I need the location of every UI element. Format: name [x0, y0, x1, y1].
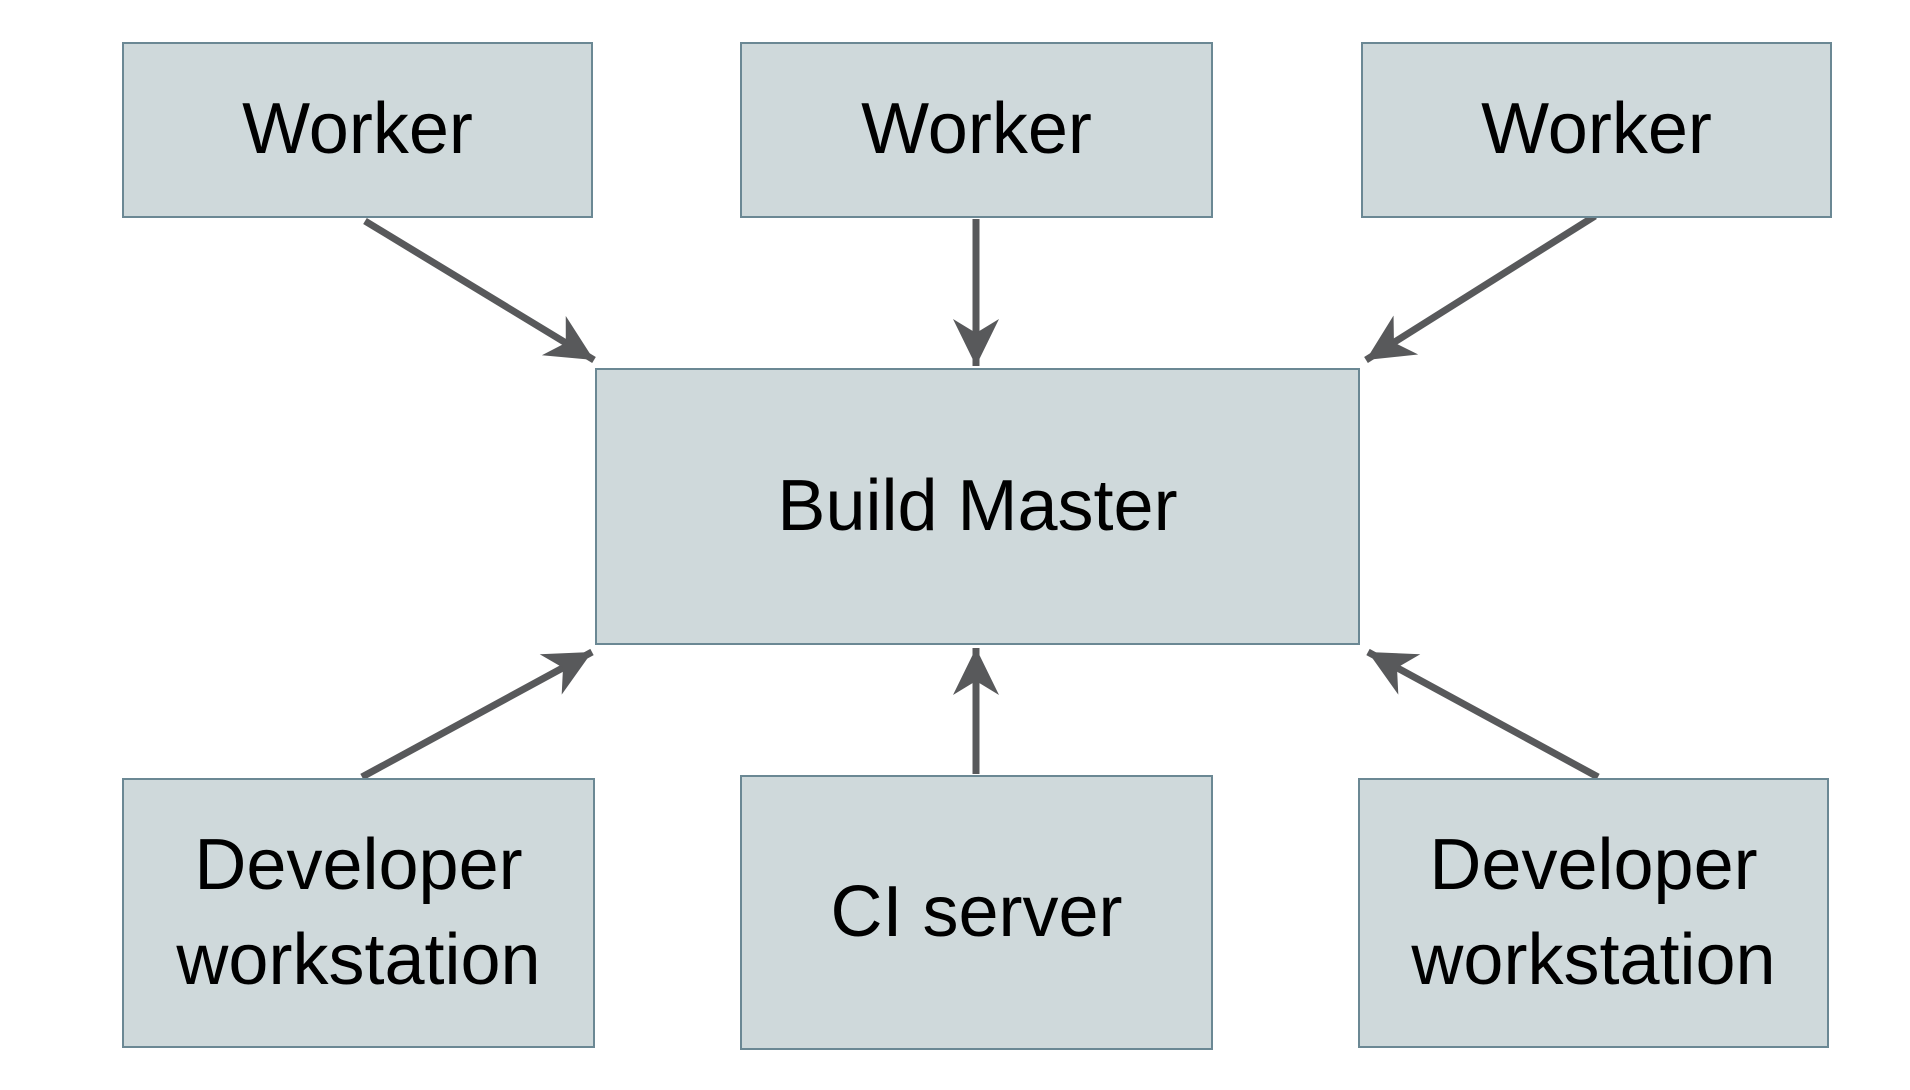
- ci-server-box: CI server: [740, 775, 1213, 1050]
- developer-workstation-right-label: Developer workstation: [1411, 824, 1776, 1000]
- developer-workstation-left-box: Developer workstation: [122, 778, 595, 1048]
- build-master-box: Build Master: [595, 368, 1360, 645]
- ci-server-label: CI server: [830, 871, 1123, 952]
- arrow-developer-workstation-right-to-build-master: [1366, 648, 1600, 781]
- worker-3-box: Worker: [1361, 42, 1832, 218]
- developer-workstation-right-box: Developer workstation: [1358, 778, 1829, 1048]
- worker-1-label: Worker: [242, 89, 473, 170]
- arrow-worker-3-to-build-master: [1364, 213, 1597, 363]
- worker-1-box: Worker: [122, 42, 593, 218]
- worker-2-label: Worker: [861, 89, 1092, 170]
- developer-workstation-left-label: Developer workstation: [176, 824, 541, 1000]
- arrow-developer-workstation-left-to-build-master: [360, 648, 594, 781]
- build-master-label: Build Master: [777, 465, 1178, 546]
- worker-3-label: Worker: [1481, 89, 1712, 170]
- worker-2-box: Worker: [740, 42, 1213, 218]
- arrow-worker-1-to-build-master: [363, 218, 596, 363]
